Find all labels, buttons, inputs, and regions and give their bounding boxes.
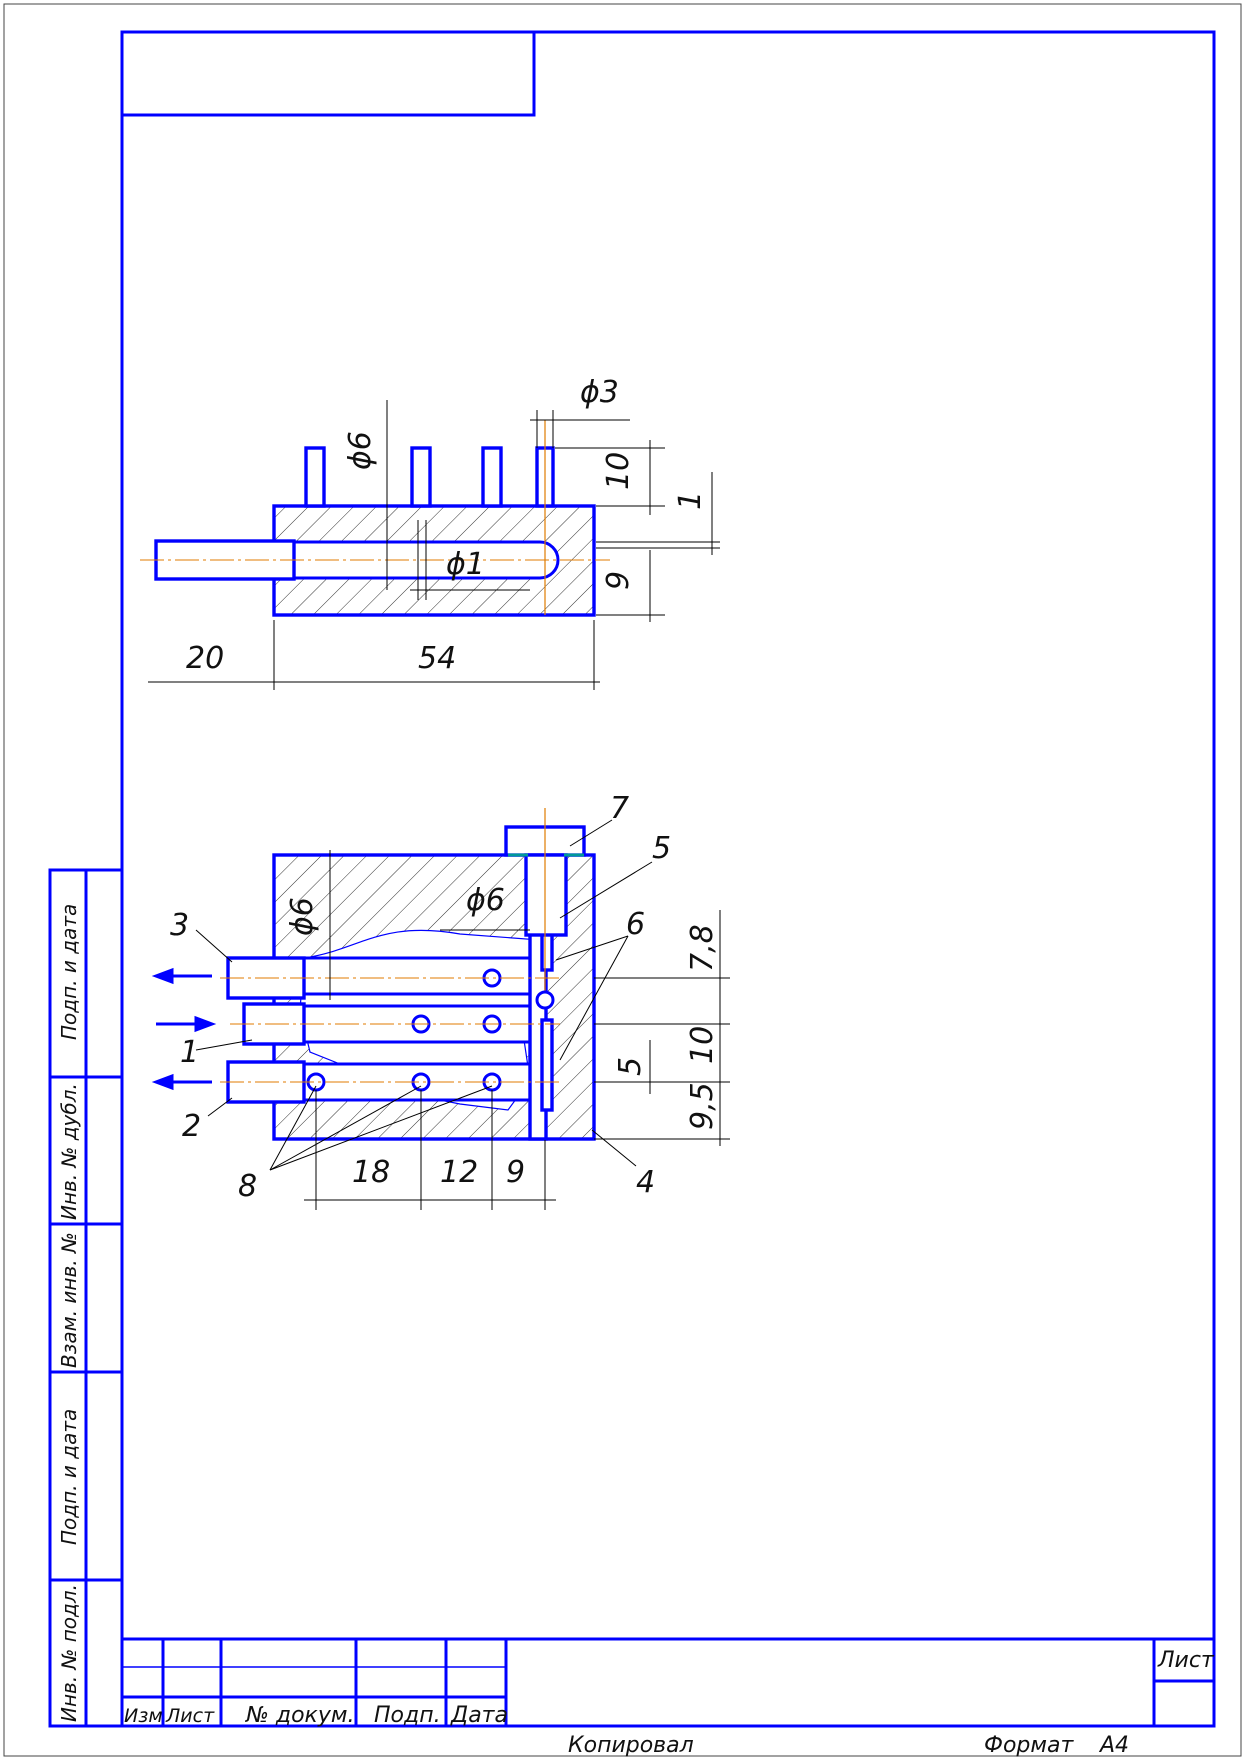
callout-8: 8 — [238, 1169, 257, 1204]
top-left-block — [120, 30, 536, 117]
dim-top-10: 10 — [601, 452, 636, 490]
format-value: А4 — [1098, 1733, 1129, 1758]
dim-sec-5: 5 — [613, 1057, 648, 1076]
cap-stem — [524, 853, 568, 937]
top-view: ϕ6 ϕ3 10 1 9 ϕ1 20 54 — [140, 375, 720, 690]
dim-sec-12: 12 — [440, 1155, 478, 1190]
side-stamp: Подп. и дата Инв. № дубл. Взам. инв. № П… — [48, 868, 124, 1728]
stamp-dup-inv: Инв. № дубл. — [57, 1083, 81, 1220]
pin-1 — [304, 446, 326, 508]
callout-3: 3 — [170, 908, 189, 943]
title-izm: Изм — [124, 1705, 163, 1727]
dim-top-9: 9 — [601, 571, 636, 590]
title-date: Дата — [450, 1703, 508, 1728]
callout-6: 6 — [626, 907, 645, 942]
format-label: Формат — [984, 1733, 1074, 1758]
dim-sec-18: 18 — [352, 1155, 390, 1190]
callout-2: 2 — [182, 1109, 201, 1144]
title-sign: Подп. — [374, 1703, 441, 1728]
stamp-sign-date-1: Подп. и дата — [57, 904, 81, 1040]
insert-6 — [540, 1018, 554, 1112]
dim-top-54: 54 — [418, 641, 456, 676]
channel-3 — [302, 956, 542, 996]
callout-1: 1 — [180, 1035, 199, 1070]
stamp-sign-date-2: Подп. и дата — [57, 1409, 81, 1545]
dim-sec-d6-cap: ϕ6 — [466, 883, 505, 918]
dim-sec-10: 10 — [685, 1026, 720, 1064]
title-sheet-label: Лист — [1157, 1648, 1215, 1673]
dim-sec-9: 9 — [506, 1155, 525, 1190]
dim-top-20: 20 — [186, 641, 224, 676]
title-block: Изм Лист № докум. Подп. Дата Лист Копиро… — [122, 1637, 1215, 1758]
pin-2 — [410, 446, 432, 508]
dim-sec-78: 7,8 — [685, 924, 720, 972]
dim-top-1: 1 — [673, 491, 708, 510]
title-list: Лист — [165, 1705, 215, 1727]
copied-label: Копировал — [568, 1733, 694, 1758]
title-doc-no: № докум. — [245, 1703, 354, 1728]
section-view: ϕ6 ϕ6 7,8 10 9,5 5 18 12 9 3 1 2 8 7 5 6… — [151, 791, 730, 1210]
callout-7: 7 — [610, 791, 629, 826]
pin-3 — [481, 446, 503, 508]
dim-top-d1: ϕ1 — [446, 547, 485, 582]
callout-5: 5 — [652, 831, 671, 866]
bolt-b — [535, 990, 555, 1010]
dim-sec-d6-left: ϕ6 — [285, 897, 320, 936]
outer-border — [3, 3, 1242, 1757]
dim-top-d6: ϕ6 — [343, 431, 378, 470]
stamp-replace-inv: Взам. инв. № — [57, 1232, 81, 1368]
dim-sec-95: 9,5 — [685, 1082, 720, 1130]
callout-4: 4 — [636, 1165, 655, 1200]
dim-top-d3: ϕ3 — [580, 375, 619, 410]
stamp-orig-inv: Инв. № подл. — [57, 1584, 81, 1722]
